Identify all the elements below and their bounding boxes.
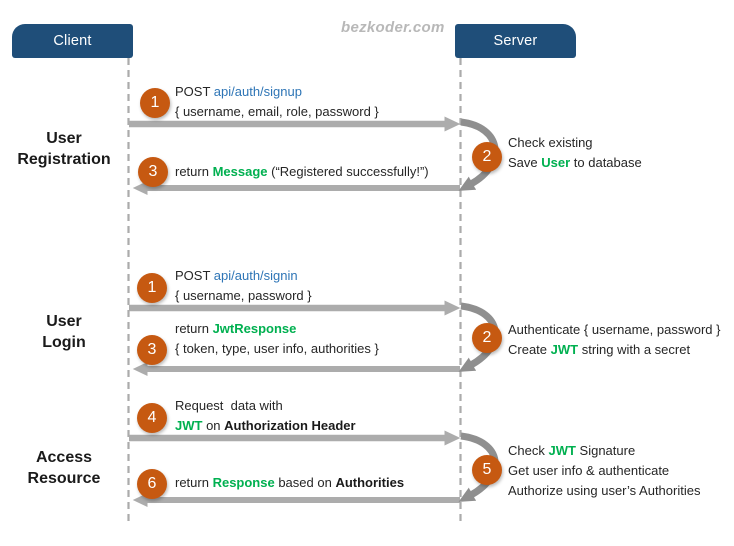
message-resource-response: return Response based on Authorities (175, 475, 405, 490)
step-circle-registration-response: 3 (138, 157, 168, 187)
step-circle-resource-request: 4 (137, 403, 167, 433)
step-circle-login-request: 1 (137, 273, 167, 303)
message-signup-response: return Message (“Registered successfully… (175, 164, 429, 179)
message-signin-request: POST api/auth/signin{ username, password… (175, 268, 312, 303)
section-label-access-resource: Access Resource (27, 449, 101, 487)
step-circle-login-server: 2 (472, 323, 502, 353)
server-actor-box: Server (455, 24, 576, 58)
watermark: bezkoder.com (341, 19, 445, 36)
message-signup-request: POST api/auth/signup{ username, email, r… (175, 84, 379, 119)
section-label-user-registration: User Registration (17, 130, 111, 168)
server-actor-label: Server (493, 33, 538, 49)
client-actor-label: Client (53, 33, 92, 49)
step-circle-resource-server: 5 (472, 455, 502, 485)
step-circle-registration-server: 2 (472, 142, 502, 172)
server-activity-login: Authenticate { username, password }Creat… (508, 322, 721, 357)
client-actor-box: Client (12, 24, 133, 58)
step-circle-login-response: 3 (137, 335, 167, 365)
message-signin-response: return JwtResponse{ token, type, user in… (175, 321, 379, 356)
step-circle-registration-request: 1 (140, 88, 170, 118)
section-label-user-login: User Login (42, 313, 86, 351)
step-circle-resource-response: 6 (137, 469, 167, 499)
